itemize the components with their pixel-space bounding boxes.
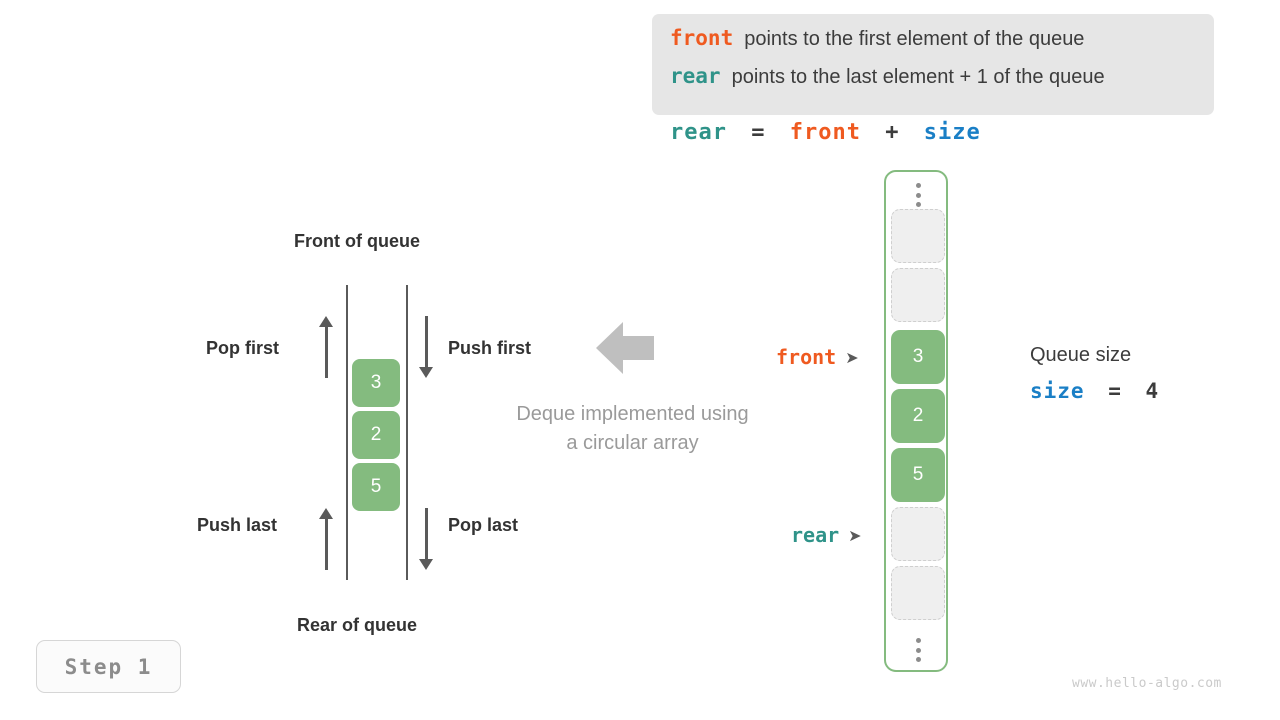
queue-size-expression: size = 4 — [1030, 379, 1169, 403]
formula-term1: front — [789, 120, 861, 145]
pointer-front-label: front — [776, 345, 837, 369]
array-slot — [891, 566, 945, 620]
vertical-ellipsis-icon — [886, 183, 950, 207]
queue-size-equals: = — [1108, 379, 1122, 403]
watermark: www.hello-algo.com — [1072, 676, 1222, 691]
arrow-left-block-icon — [596, 322, 654, 374]
formula-term2: size — [923, 120, 981, 145]
legend-line-rear: rear points to the last element + 1 of t… — [670, 64, 1196, 102]
queue-size-value: 4 — [1145, 379, 1160, 403]
deque-caption-line2: a circular array — [566, 432, 699, 454]
pointer-right-arrow-icon: ➤ — [845, 347, 859, 367]
formula-plus: + — [885, 120, 900, 145]
legend-text-front: points to the first element of the queue — [744, 28, 1085, 50]
legend-text-rear: points to the last element + 1 of the qu… — [731, 66, 1105, 88]
legend-box: front points to the first element of the… — [652, 14, 1214, 115]
deque-rail-left — [346, 285, 348, 580]
rear-of-queue-label: Rear of queue — [297, 615, 418, 635]
pointer-rear: rear ➤ — [791, 523, 862, 547]
operation-label-pop-last: Pop last — [448, 515, 519, 535]
pointer-rear-label: rear — [791, 523, 840, 547]
arrow-up-push-last-icon — [319, 508, 333, 570]
deque-caption: Deque implemented using a circular array — [430, 400, 835, 458]
circular-array-container: 3 2 5 — [884, 170, 948, 672]
array-slot: 2 — [891, 389, 945, 443]
deque-cell: 2 — [352, 411, 400, 459]
formula-rear-equals-front-plus-size: rear = front + size — [670, 120, 991, 145]
deque-cell: 3 — [352, 359, 400, 407]
formula-lhs: rear — [670, 120, 727, 145]
step-badge: Step 1 — [36, 640, 181, 693]
arrow-down-pop-last-icon — [419, 508, 433, 570]
legend-keyword-front: front — [670, 26, 734, 50]
pointer-front: front ➤ — [776, 345, 859, 369]
deque-rail-right — [406, 285, 408, 580]
array-slot — [891, 209, 945, 263]
array-slot: 5 — [891, 448, 945, 502]
front-of-queue-label: Front of queue — [294, 231, 420, 251]
array-slot: 3 — [891, 330, 945, 384]
queue-size-variable: size — [1030, 379, 1085, 403]
vertical-ellipsis-icon — [886, 638, 950, 662]
pointer-right-arrow-icon: ➤ — [848, 525, 862, 545]
operation-label-push-last: Push last — [197, 515, 278, 535]
arrow-down-push-first-icon — [419, 316, 433, 378]
array-slot — [891, 268, 945, 322]
arrow-up-pop-first-icon — [319, 316, 333, 378]
legend-line-front: front points to the first element of the… — [670, 26, 1196, 64]
formula-equals: = — [751, 120, 766, 145]
operation-label-pop-first: Pop first — [206, 338, 280, 358]
deque-caption-line1: Deque implemented using — [516, 403, 749, 425]
queue-size-title: Queue size — [1030, 344, 1132, 366]
operation-label-push-first: Push first — [448, 338, 532, 358]
deque-cell: 5 — [352, 463, 400, 511]
array-slot — [891, 507, 945, 561]
legend-keyword-rear: rear — [670, 64, 721, 88]
